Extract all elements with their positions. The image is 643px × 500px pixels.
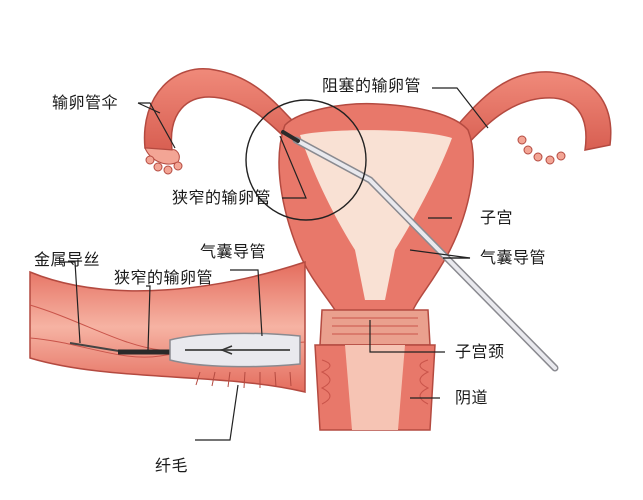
magnifier-circle xyxy=(245,99,367,221)
left-fimbria xyxy=(144,147,183,175)
leader-lines xyxy=(60,87,489,441)
label-cilia: 纤毛 xyxy=(155,456,189,475)
guide-wire xyxy=(69,342,126,353)
left-fallopian-tube xyxy=(143,68,301,152)
label-cervix: 子宫颈 xyxy=(455,342,505,361)
label-fallopian-fimbria: 输卵管伞 xyxy=(52,93,119,112)
label-inset-balloon-catheter: 气囊导管 xyxy=(200,242,267,261)
label-uterus: 子宫 xyxy=(480,208,514,227)
label-narrowed-tube: 狭窄的输卵管 xyxy=(172,188,272,207)
label-inset-narrowed-tube: 狭窄的输卵管 xyxy=(114,268,214,287)
label-blocked-tube: 阻塞的输卵管 xyxy=(322,76,422,95)
label-balloon-catheter: 气囊导管 xyxy=(480,248,547,267)
inset-panel xyxy=(29,260,306,393)
right-fimbria xyxy=(517,135,566,165)
cervix xyxy=(319,309,431,346)
label-guide-wire: 金属导丝 xyxy=(34,250,101,269)
label-vagina: 阴道 xyxy=(455,388,489,407)
uterine-cavity xyxy=(300,130,452,300)
right-fallopian-tube xyxy=(454,71,612,152)
